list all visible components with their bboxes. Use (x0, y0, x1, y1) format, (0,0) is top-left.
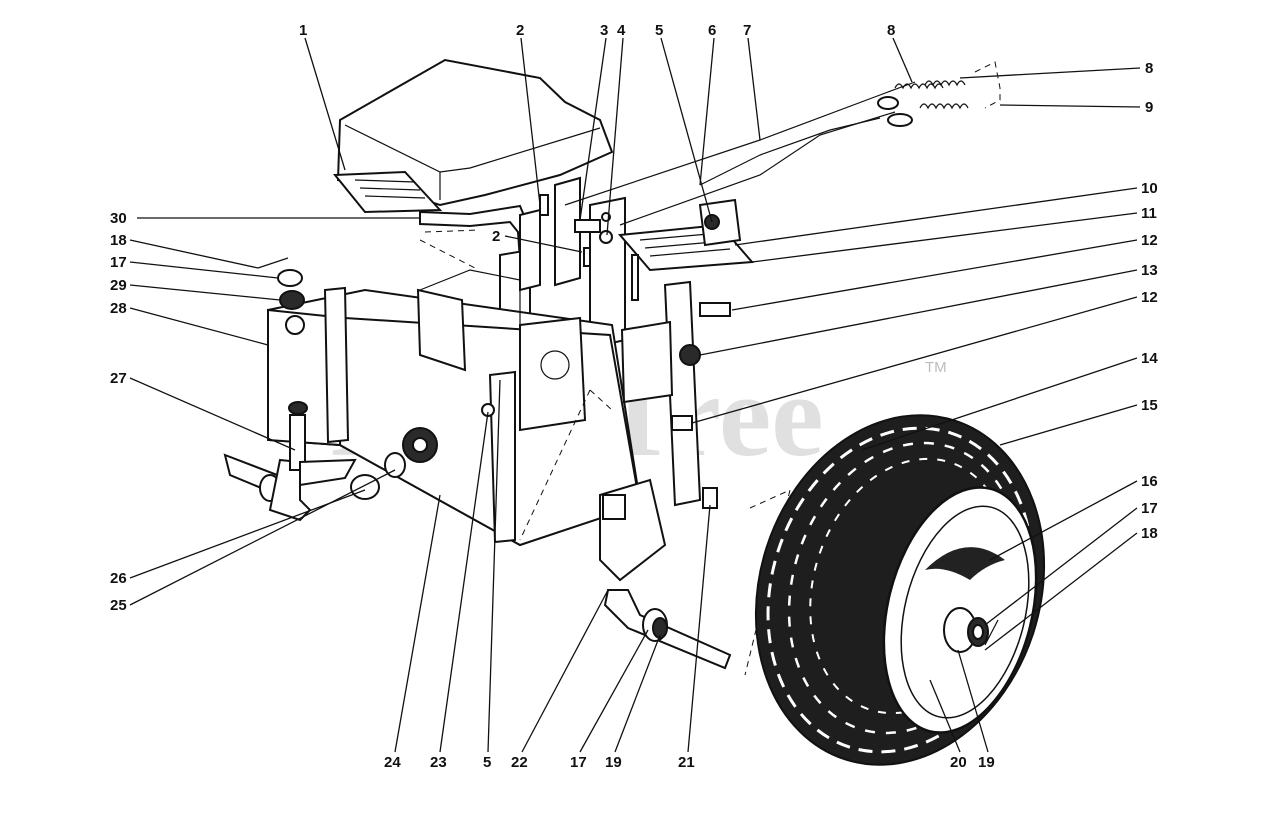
left-footrest (332, 170, 443, 214)
callout-14: 14 (1141, 350, 1158, 367)
callout-27: 27 (110, 370, 127, 387)
callout-8: 8 (887, 22, 895, 39)
callout-12: 12 (1141, 232, 1158, 249)
right-footrest (617, 198, 755, 272)
callout-1: 1 (299, 22, 307, 39)
callout-28: 28 (110, 300, 127, 317)
callout-19: 19 (605, 754, 622, 771)
callout-19: 19 (978, 754, 995, 771)
rear-axle (603, 589, 732, 670)
callout-3: 3 (600, 22, 608, 39)
caster-assembly (223, 401, 438, 522)
callout-6: 6 (708, 22, 716, 39)
callout-15: 15 (1141, 397, 1158, 414)
callout-18: 18 (110, 232, 127, 249)
callout-29: 29 (110, 277, 127, 294)
callout-17: 17 (110, 254, 127, 271)
callout-9: 9 (1145, 99, 1153, 116)
callout-24: 24 (384, 754, 401, 771)
callout-13: 13 (1141, 262, 1158, 279)
control-rods (564, 81, 916, 226)
callout-2: 2 (516, 22, 524, 39)
callout-17: 17 (1141, 500, 1158, 517)
callout-5: 5 (655, 22, 663, 39)
callout-17: 17 (570, 754, 587, 771)
callout-25: 25 (110, 597, 127, 614)
callout-10: 10 (1141, 180, 1158, 197)
callout-26: 26 (110, 570, 127, 587)
callout-4: 4 (617, 22, 626, 39)
callout-23: 23 (430, 754, 447, 771)
drive-wheel (754, 414, 1046, 766)
springs (877, 61, 1001, 127)
callout-5: 5 (483, 754, 491, 771)
callout-11: 11 (1141, 205, 1157, 222)
callout-30: 30 (110, 210, 127, 227)
callout-12: 12 (1141, 289, 1158, 306)
callout-20: 20 (950, 754, 967, 771)
watermark-trademark: TM (925, 359, 947, 376)
leader-lines (129, 37, 1141, 753)
callout-18: 18 (1141, 525, 1158, 542)
side-bracket (620, 280, 731, 509)
callout-21: 21 (678, 754, 695, 771)
callout-8: 8 (1145, 60, 1153, 77)
callout-7: 7 (743, 22, 751, 39)
callout-labels: 1 2 3 4 5 6 7 8 8 9 10 11 12 13 12 14 15… (110, 22, 1158, 771)
callout-2: 2 (492, 228, 500, 245)
callout-16: 16 (1141, 473, 1158, 490)
callout-22: 22 (511, 754, 528, 771)
